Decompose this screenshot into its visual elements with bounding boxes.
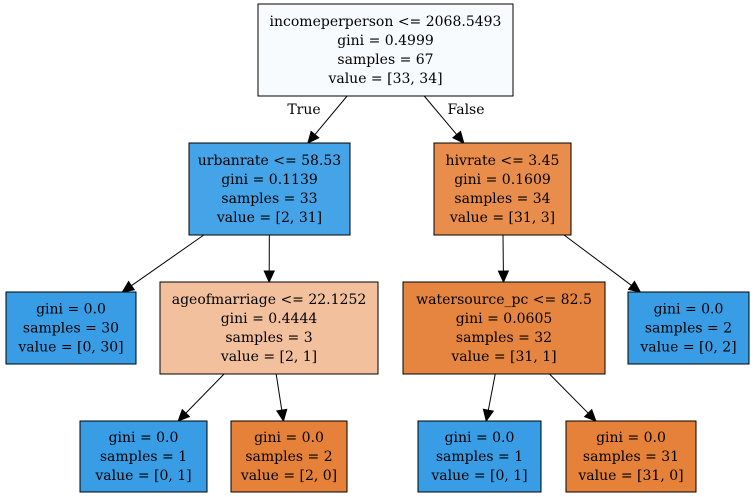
node-line: value = [31, 1] bbox=[450, 349, 556, 365]
tree-node-n5: watersource_pc <= 82.5 gini = 0.0605 sampl… bbox=[402, 281, 606, 375]
node-box bbox=[565, 420, 697, 493]
node-line: samples = 3 bbox=[225, 330, 312, 346]
tree-edge bbox=[482, 373, 496, 423]
node-line: value = [0, 1] bbox=[430, 468, 527, 484]
edge-label-true: True bbox=[287, 102, 320, 118]
node-line: gini = 0.0 bbox=[36, 302, 106, 318]
arrowhead-icon bbox=[482, 408, 495, 423]
node-box bbox=[433, 142, 572, 236]
node-line: value = [31, 3] bbox=[449, 210, 555, 226]
tree-edge bbox=[177, 373, 225, 422]
node-box bbox=[230, 420, 348, 493]
tree-edge bbox=[121, 234, 205, 293]
node-line: gini = 0.0 bbox=[596, 430, 666, 446]
edge-line bbox=[487, 373, 496, 411]
tree-node-n4: ageofmarriage <= 22.1252 gini = 0.4444 sam… bbox=[159, 281, 379, 375]
node-line: gini = 0.4444 bbox=[221, 311, 318, 327]
tree-node-n10: gini = 0.0 samples = 31 value = [31, 0] bbox=[565, 420, 697, 493]
node-line: value = [31, 0] bbox=[577, 468, 683, 484]
edges-layer: True False bbox=[121, 95, 642, 423]
node-line: ageofmarriage <= 22.1252 bbox=[172, 292, 367, 308]
node-line: samples = 33 bbox=[221, 191, 317, 207]
node-box bbox=[402, 281, 606, 375]
node-box bbox=[627, 291, 750, 365]
node-line: samples = 67 bbox=[337, 52, 433, 68]
node-line: value = [33, 34] bbox=[327, 71, 442, 87]
node-line: samples = 1 bbox=[436, 449, 523, 465]
edge-label-false: False bbox=[447, 102, 484, 118]
tree-edge: True bbox=[287, 95, 348, 144]
node-line: samples = 2 bbox=[245, 449, 332, 465]
edge-line bbox=[185, 373, 225, 414]
tree-node-n3: gini = 0.0 samples = 30 value = [0, 30] bbox=[5, 291, 137, 365]
node-line: samples = 2 bbox=[645, 321, 732, 337]
arrowhead-icon bbox=[451, 130, 465, 144]
node-line: gini = 0.0 bbox=[654, 302, 724, 318]
node-box bbox=[257, 3, 514, 97]
node-line: gini = 0.0605 bbox=[456, 311, 553, 327]
edge-line bbox=[275, 373, 283, 411]
tree-node-n7: gini = 0.0 samples = 1 value = [0, 1] bbox=[79, 420, 208, 493]
tree-node-n6: gini = 0.0 samples = 2 value = [0, 2] bbox=[627, 291, 750, 365]
node-line: value = [0, 30] bbox=[17, 340, 123, 356]
nodes-layer: incomeperperson <= 2068.5493 gini = 0.499… bbox=[5, 3, 750, 493]
node-line: watersource_pc <= 82.5 bbox=[416, 292, 592, 308]
node-line: incomeperperson <= 2068.5493 bbox=[270, 14, 502, 30]
node-line: samples = 30 bbox=[23, 321, 119, 337]
node-line: samples = 34 bbox=[454, 191, 550, 207]
node-box bbox=[417, 420, 542, 493]
tree-edge: False bbox=[423, 95, 485, 144]
node-line: samples = 1 bbox=[100, 449, 187, 465]
tree-edge bbox=[263, 234, 275, 284]
node-line: urbanrate <= 58.53 bbox=[198, 153, 341, 169]
tree-node-n9: gini = 0.0 samples = 1 value = [0, 1] bbox=[417, 420, 542, 493]
node-line: gini = 0.0 bbox=[109, 430, 179, 446]
node-line: gini = 0.0 bbox=[254, 430, 324, 446]
node-line: value = [2, 1] bbox=[220, 349, 317, 365]
tree-node-n8: gini = 0.0 samples = 2 value = [2, 0] bbox=[230, 420, 348, 493]
node-line: gini = 0.0 bbox=[445, 430, 515, 446]
node-line: value = [0, 1] bbox=[94, 468, 191, 484]
node-line: value = [2, 31] bbox=[216, 210, 322, 226]
tree-edge bbox=[549, 373, 597, 422]
node-line: value = [0, 2] bbox=[639, 340, 736, 356]
tree-node-n2: hivrate <= 3.45 gini = 0.1609 samples = 34… bbox=[433, 142, 572, 236]
tree-node-n1: urbanrate <= 58.53 gini = 0.1139 samples =… bbox=[188, 142, 351, 236]
node-box bbox=[79, 420, 208, 493]
arrowhead-icon bbox=[263, 270, 275, 284]
node-line: gini = 0.1139 bbox=[221, 172, 318, 188]
arrowhead-icon bbox=[497, 270, 510, 284]
node-line: samples = 32 bbox=[456, 330, 552, 346]
node-line: samples = 31 bbox=[583, 449, 679, 465]
arrowhead-icon bbox=[307, 130, 320, 144]
node-line: gini = 0.4999 bbox=[337, 33, 434, 49]
edge-line bbox=[549, 373, 589, 414]
arrowhead-icon bbox=[121, 280, 136, 293]
node-box bbox=[188, 142, 351, 236]
tree-edge bbox=[497, 234, 510, 284]
arrowhead-icon bbox=[583, 408, 597, 422]
node-box bbox=[5, 291, 137, 365]
node-line: hivrate <= 3.45 bbox=[446, 153, 560, 169]
node-line: gini = 0.1609 bbox=[454, 172, 551, 188]
node-box bbox=[159, 281, 379, 375]
node-line: value = [2, 0] bbox=[240, 468, 337, 484]
arrowhead-icon bbox=[627, 280, 642, 293]
tree-edge bbox=[275, 373, 288, 423]
edge-line bbox=[131, 234, 205, 287]
edge-line bbox=[423, 95, 458, 135]
arrowhead-icon bbox=[275, 408, 288, 423]
edge-line bbox=[563, 234, 632, 286]
tree-edge bbox=[563, 234, 642, 293]
tree-node-root: incomeperperson <= 2068.5493 gini = 0.499… bbox=[257, 3, 514, 97]
arrowhead-icon bbox=[177, 408, 191, 422]
edge-line bbox=[314, 95, 348, 135]
